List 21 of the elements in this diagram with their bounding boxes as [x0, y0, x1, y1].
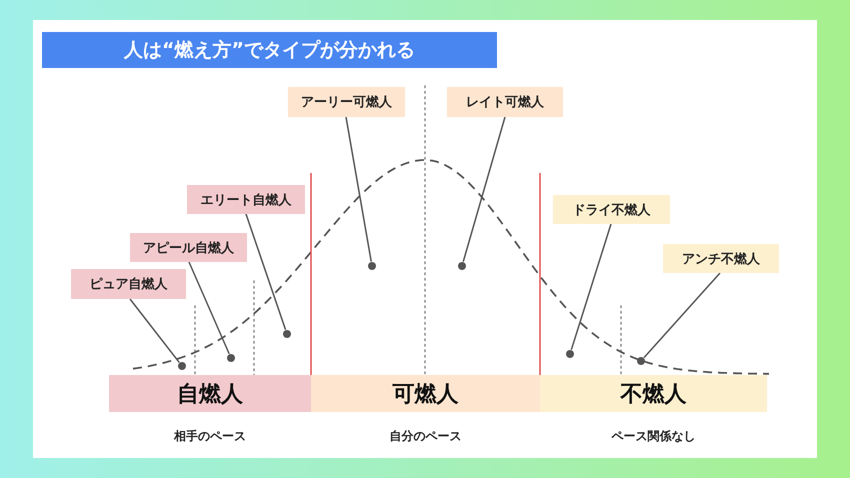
type-label: ピュア自燃人: [71, 269, 186, 299]
band-caption: 自分のペース: [388, 428, 462, 445]
leader-line: [129, 298, 180, 363]
type-label: ドライ不燃人: [553, 195, 670, 224]
band-caption: 相手のペース: [172, 428, 247, 445]
band-caption: ペース関係なし: [610, 428, 696, 445]
leader-line: [245, 214, 286, 330]
type-label: エリート自燃人: [187, 185, 305, 214]
leader-line: [643, 272, 721, 358]
category-band: 不燃人: [540, 375, 767, 412]
leader-line: [570, 224, 612, 350]
type-label: アピール自燃人: [130, 233, 247, 262]
leader-line: [462, 116, 506, 262]
type-label: レイト可燃人: [447, 87, 563, 117]
leader-line: [345, 116, 372, 262]
leader-line: [188, 262, 230, 354]
type-label: アンチ不燃人: [663, 244, 779, 273]
title-banner: 人は“燃え方”でタイプが分かれる: [42, 32, 497, 68]
category-band: 自燃人: [109, 375, 311, 412]
category-band: 可燃人: [311, 375, 540, 412]
type-label: アーリー可燃人: [288, 87, 405, 117]
